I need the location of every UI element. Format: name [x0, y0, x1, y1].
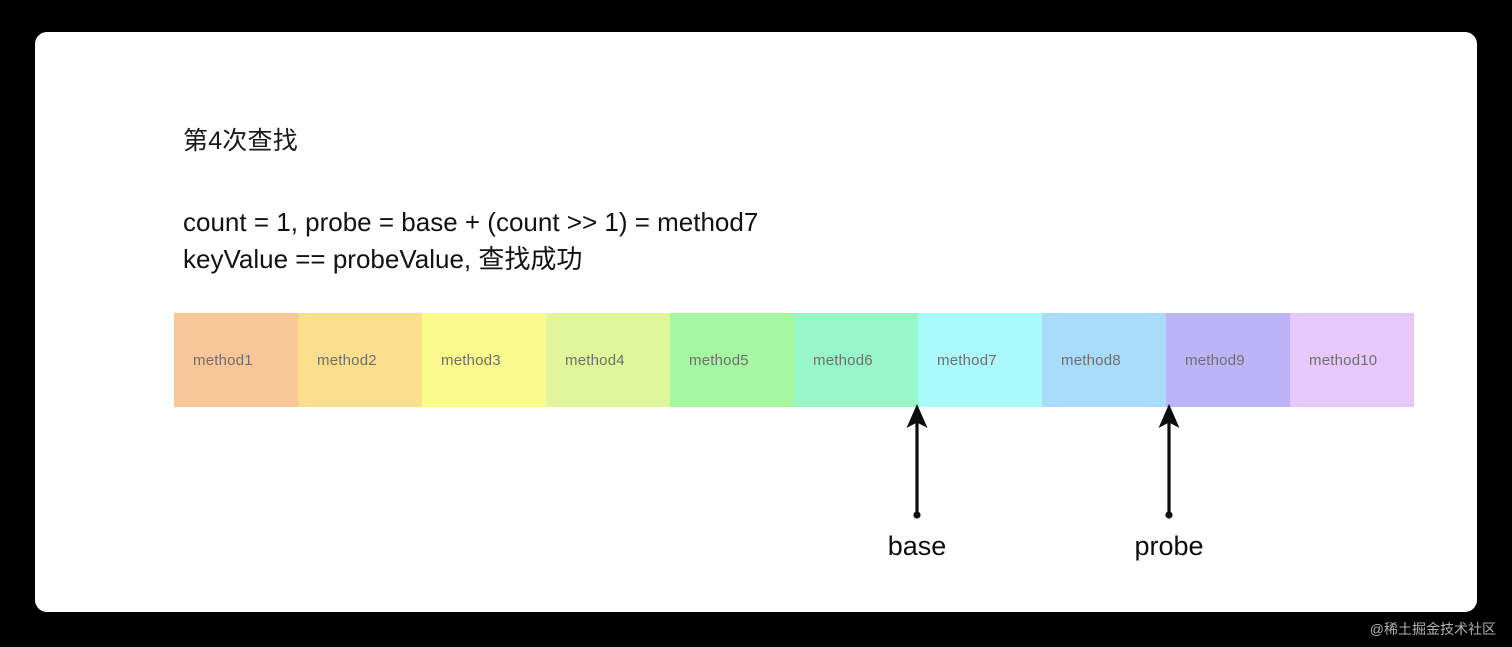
bucket-label: method9: [1185, 351, 1245, 369]
pointer-base: base: [857, 402, 977, 562]
formula-line-1: count = 1, probe = base + (count >> 1) =…: [183, 207, 759, 237]
bucket-label: method3: [441, 351, 501, 369]
bucket-label: method1: [193, 351, 253, 369]
arrow-up-icon: [1158, 404, 1180, 519]
formula-line-2: keyValue == probeValue, 查找成功: [183, 244, 583, 274]
formula-block: count = 1, probe = base + (count >> 1) =…: [183, 204, 758, 278]
bucket-strip: method1 method2 method3 method4 method5 metho…: [174, 313, 1414, 407]
pointer-probe: probe: [1109, 402, 1229, 562]
bucket-cell[interactable]: method4: [546, 313, 670, 407]
bucket-label: method8: [1061, 351, 1121, 369]
bucket-cell[interactable]: method1: [174, 313, 298, 407]
bucket-cell[interactable]: method6: [794, 313, 918, 407]
bucket-label: method2: [317, 351, 377, 369]
pointer-probe-label: probe: [1134, 531, 1204, 561]
bucket-label: method5: [689, 351, 749, 369]
watermark: @稀土掘金技术社区: [1369, 621, 1496, 637]
bucket-label: method6: [813, 351, 873, 369]
bucket-label: method7: [937, 351, 997, 369]
bucket-cell[interactable]: method3: [422, 313, 546, 407]
slide-card: 第4次查找 count = 1, probe = base + (count >…: [35, 32, 1477, 612]
bucket-cell[interactable]: method8: [1042, 313, 1166, 407]
bucket-cell[interactable]: method9: [1166, 313, 1290, 407]
bucket-label: method10: [1309, 351, 1378, 369]
bucket-cell[interactable]: method7: [918, 313, 1042, 407]
page-title: 第4次查找: [183, 127, 298, 155]
bucket-label: method4: [565, 351, 625, 369]
arrow-up-icon: [906, 404, 928, 519]
pointer-base-label: base: [887, 531, 947, 561]
bucket-cell[interactable]: method10: [1290, 313, 1414, 407]
bucket-cell[interactable]: method5: [670, 313, 794, 407]
bucket-cell[interactable]: method2: [298, 313, 422, 407]
